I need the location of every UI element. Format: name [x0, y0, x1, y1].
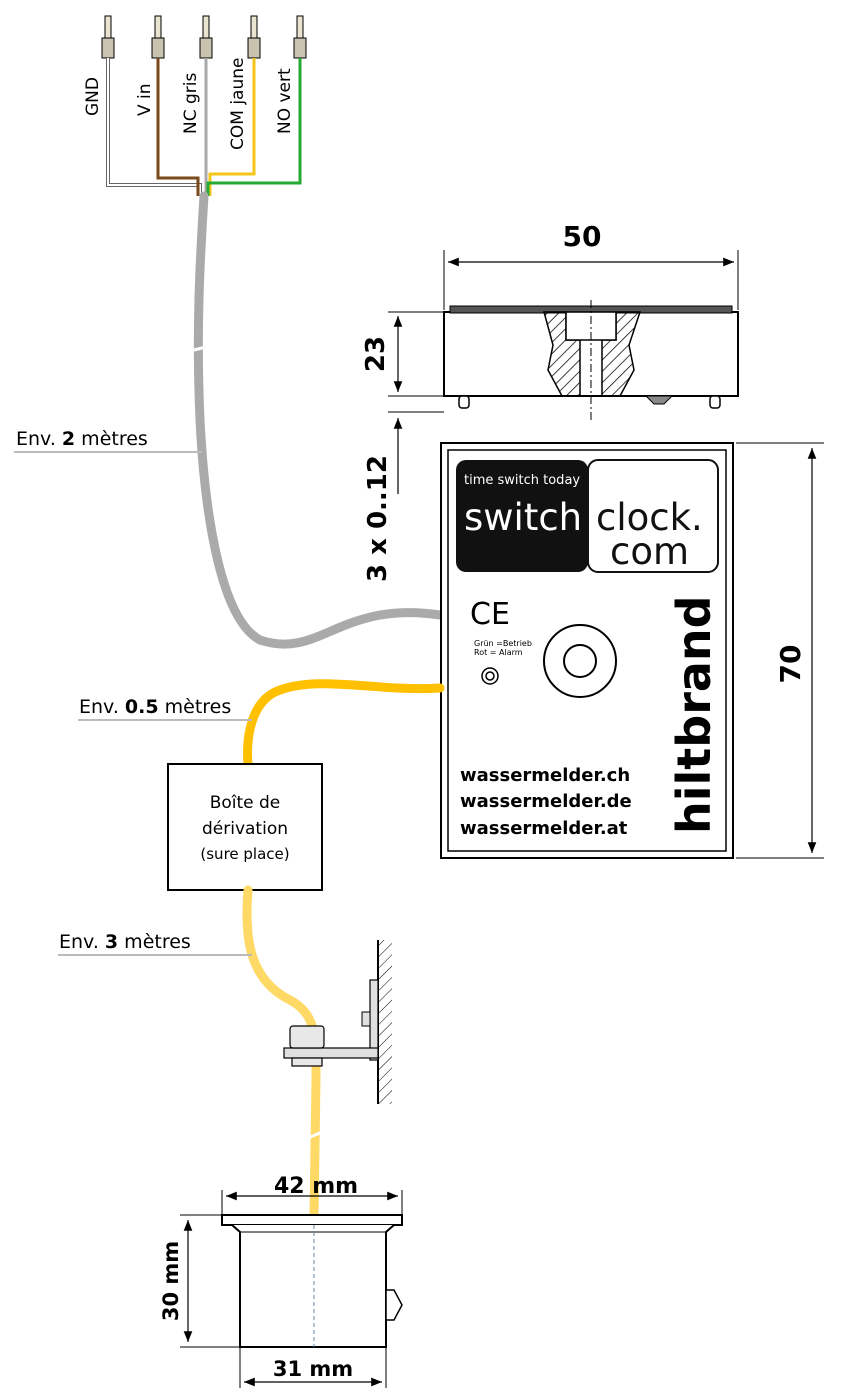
ferrule-nc: [199, 15, 213, 59]
label-nc: NC gris: [181, 73, 201, 134]
label-com: COM jaune: [228, 58, 248, 150]
cable-label-05m: Env. 0.5 mètres: [78, 696, 252, 721]
ferrule-vin: [151, 15, 165, 59]
cable-label-3m: Env. 3 mètres: [58, 931, 252, 956]
dimension-probe-bottom: 31 mm: [239, 1347, 387, 1388]
wires: [106, 58, 302, 196]
url-ch: wassermelder.ch: [460, 765, 630, 786]
cable-section: 3 x 0..12: [363, 411, 444, 582]
dimension-probe-top-value: 42 mm: [274, 1174, 358, 1199]
wire-terminals: [101, 15, 307, 59]
probe: [221, 1214, 403, 1348]
junction-box-line3: (sure place): [200, 845, 289, 863]
wire-labels: GND V in NC gris COM jaune NO vert: [83, 58, 295, 150]
switchclock-logo: time switch today switch clock. com: [456, 459, 719, 573]
junction-box-line2: dérivation: [202, 819, 288, 839]
yellow-cable: [243, 679, 445, 769]
url-at: wassermelder.at: [460, 818, 628, 839]
dimension-probe-bottom-value: 31 mm: [273, 1357, 353, 1381]
dimension-probe-top: 42 mm: [221, 1174, 403, 1215]
junction-box-line1: Boîte de: [210, 793, 281, 813]
device-front-view: time switch today switch clock. com CE G…: [440, 442, 734, 859]
dimension-length-value: 70: [774, 645, 807, 684]
device-side-view: [443, 300, 739, 420]
dimension-probe-height: 30 mm: [159, 1214, 240, 1348]
svg-text:Env. 2 mètres: Env. 2 mètres: [16, 428, 148, 450]
dimension-height-value: 23: [361, 336, 391, 372]
ferrule-no: [293, 15, 307, 59]
ferrule-gnd: [101, 15, 115, 59]
logo-switch: switch: [464, 496, 582, 539]
svg-text:Env. 0.5 mètres: Env. 0.5 mètres: [79, 696, 231, 718]
cable-section-value: 3 x 0..12: [363, 455, 393, 582]
dimension-probe-height-value: 30 mm: [159, 1241, 183, 1321]
dimension-width-value: 50: [563, 220, 602, 253]
brand-hiltbrand: hiltbrand: [667, 595, 721, 834]
label-no: NO vert: [275, 68, 295, 134]
logo-clock: clock.: [596, 496, 703, 539]
cable-label-2m: Env. 2 mètres: [14, 428, 202, 453]
status-led: [481, 667, 499, 685]
logo-tagline: time switch today: [464, 473, 580, 488]
ce-mark: CE: [470, 597, 510, 632]
logo-com: com: [610, 530, 689, 573]
label-gnd: GND: [83, 77, 103, 116]
svg-text:Env. 3 mètres: Env. 3 mètres: [59, 931, 191, 953]
dimension-width: 50: [443, 220, 739, 310]
ferrule-com: [247, 15, 261, 59]
label-vin: V in: [135, 83, 155, 116]
main-cable: [193, 191, 445, 649]
status-red-text: Rot = Alarm: [474, 648, 523, 657]
reset-button: [543, 624, 617, 698]
dimension-length: 70: [736, 442, 824, 859]
junction-box: Boîte de dérivation (sure place): [167, 763, 323, 891]
status-green-text: Grün =Betrieb: [474, 639, 532, 648]
wall-bracket: [283, 940, 392, 1104]
url-de: wassermelder.de: [460, 791, 632, 812]
dimension-height: 23: [361, 311, 444, 397]
